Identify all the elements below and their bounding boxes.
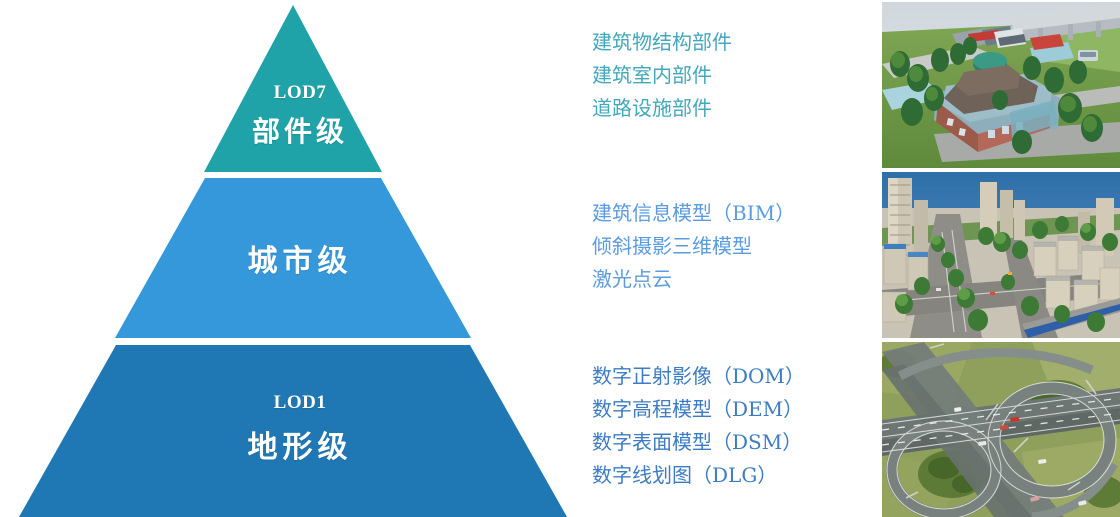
pyramid-tier-1-shape[interactable] — [204, 5, 382, 172]
tier-3-item: 数字高程模型（DEM） — [592, 397, 804, 421]
tier-1-item: 建筑室内部件 — [592, 63, 712, 87]
tier-3-item: 数字正射影像（DOM） — [592, 364, 805, 388]
thumbnail-1-image — [882, 2, 1120, 168]
tier-1-item: 建筑物结构部件 — [592, 30, 732, 54]
lod-pyramid: LOD7 部件级 城市级 LOD1 地形级 — [6, 5, 580, 517]
pyramid-tier-2-shape[interactable] — [115, 178, 471, 338]
oblique-photography-city-model-thumbnail[interactable] — [882, 172, 1120, 338]
description-column: 建筑物结构部件 建筑室内部件 道路设施部件 建筑信息模型（BIM） 倾斜摄影三维… — [592, 0, 882, 517]
tier-1-item: 道路设施部件 — [592, 96, 712, 120]
tier-1-description-block: 建筑物结构部件 建筑室内部件 道路设施部件 — [592, 26, 882, 125]
tier-3-item: 数字线划图（DLG） — [592, 463, 778, 487]
aerial-orthophoto-highway-interchange-thumbnail[interactable] — [882, 342, 1120, 517]
building-component-3d-model-thumbnail[interactable] — [882, 2, 1120, 168]
tier-2-item: 倾斜摄影三维模型 — [592, 234, 752, 258]
tier-3-item: 数字表面模型（DSM） — [592, 430, 803, 454]
tier-2-item: 激光点云 — [592, 267, 672, 291]
tier-2-item: 建筑信息模型（BIM） — [592, 201, 796, 225]
thumbnail-3-image — [882, 342, 1120, 517]
pyramid-shapes — [6, 5, 580, 517]
tier-3-description-block: 数字正射影像（DOM） 数字高程模型（DEM） 数字表面模型（DSM） 数字线划… — [592, 360, 882, 492]
pyramid-tier-3-shape[interactable] — [6, 345, 580, 517]
tier-2-description-block: 建筑信息模型（BIM） 倾斜摄影三维模型 激光点云 — [592, 197, 882, 296]
thumbnail-column — [882, 0, 1120, 517]
thumbnail-2-image — [882, 172, 1120, 338]
